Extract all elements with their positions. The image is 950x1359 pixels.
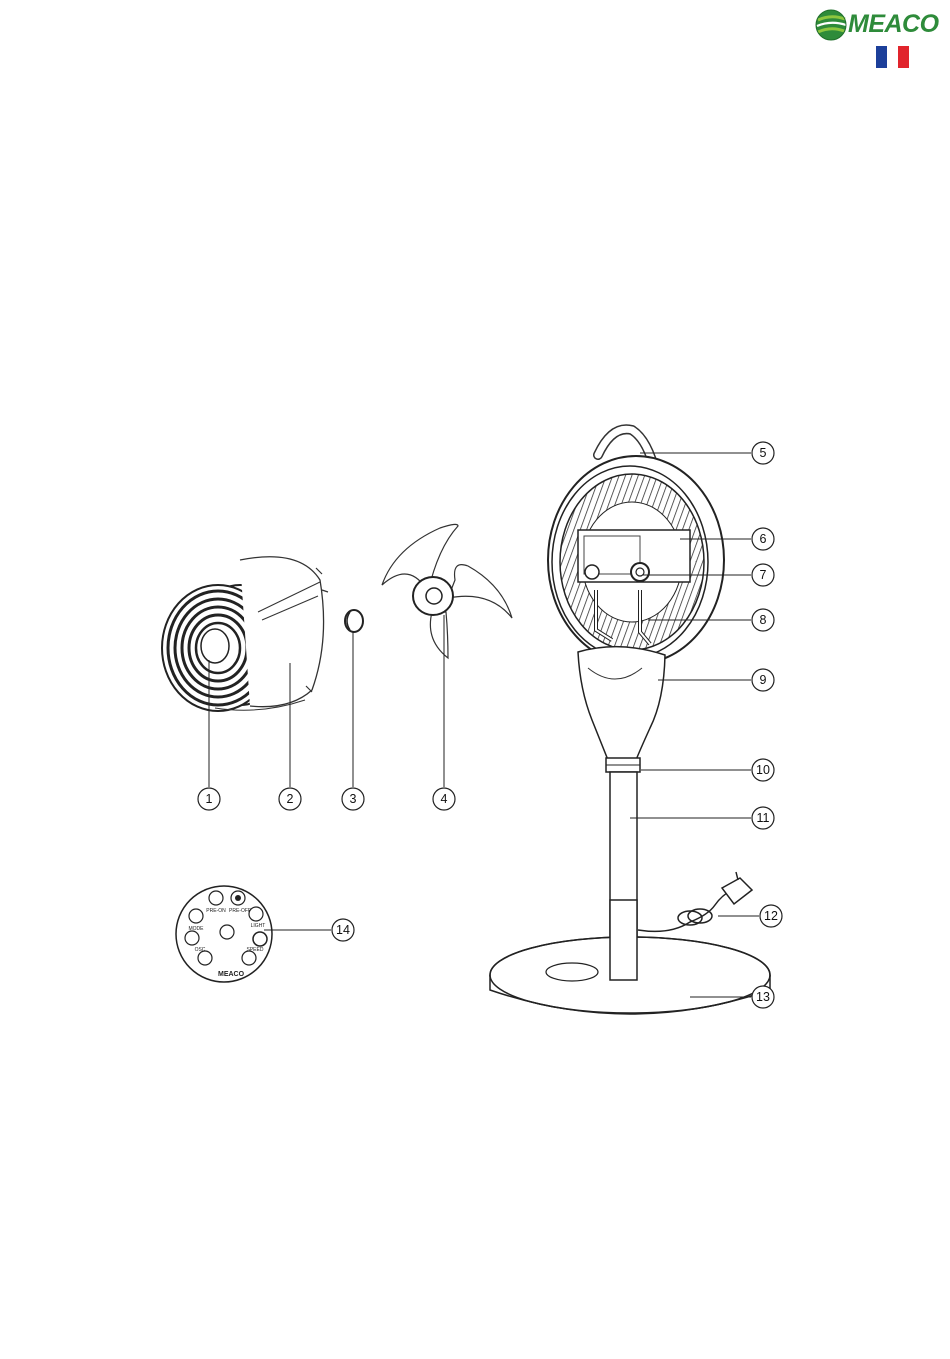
speed-up-button-icon: [253, 932, 267, 946]
svg-text:3: 3: [350, 792, 357, 806]
remote-label-pre-on: PRE-ON: [206, 908, 226, 914]
callout-3: 3: [342, 788, 364, 810]
remote-label-speed: SPEED: [247, 947, 264, 953]
svg-text:5: 5: [760, 446, 767, 460]
power-button-icon: [220, 925, 234, 939]
remote-brand: MEACO: [218, 971, 245, 978]
svg-text:7: 7: [760, 568, 767, 582]
spinner-cap: [345, 610, 363, 632]
speed-down-button-icon: [242, 951, 256, 965]
svg-text:12: 12: [764, 909, 778, 923]
svg-text:6: 6: [760, 532, 767, 546]
callout-2: 2: [279, 788, 301, 810]
remote-label-light: LIGHT: [251, 923, 266, 929]
callout-11: 11: [752, 807, 774, 829]
svg-text:2: 2: [287, 792, 294, 806]
callout-4: 4: [433, 788, 455, 810]
timer-button-icon: [198, 951, 212, 965]
remote-label-osc: OSC: [195, 947, 206, 953]
remote-label-pre-off: PRE-OFF: [229, 908, 251, 914]
callout-12: 12: [760, 905, 782, 927]
callout-8: 8: [752, 609, 774, 631]
callout-6: 6: [752, 528, 774, 550]
mode-button-icon: [189, 909, 203, 923]
osc-button-icon: [185, 931, 199, 945]
callout-1: 1: [198, 788, 220, 810]
callout-13: 13: [752, 986, 774, 1008]
pre-on-button-icon: [209, 891, 223, 905]
power-cord: [638, 872, 752, 931]
svg-text:10: 10: [756, 763, 770, 777]
light-button-icon: [249, 907, 263, 921]
fan-blade: [382, 524, 512, 658]
svg-text:8: 8: [760, 613, 767, 627]
svg-text:11: 11: [757, 811, 770, 825]
callout-14: 14: [332, 919, 354, 941]
fan-head-assembly: [548, 429, 724, 664]
callout-10: 10: [752, 759, 774, 781]
fan-neck: [578, 647, 665, 760]
svg-text:9: 9: [760, 673, 767, 687]
callout-5: 5: [752, 442, 774, 464]
callout-9: 9: [752, 669, 774, 691]
svg-text:1: 1: [206, 792, 213, 806]
svg-text:14: 14: [336, 923, 350, 937]
svg-text:13: 13: [756, 990, 770, 1004]
remote-control: PRE-ON PRE-OFF LIGHT MODE OSC SPEED MEAC…: [176, 886, 272, 982]
callout-7: 7: [752, 564, 774, 586]
remote-label-mode: MODE: [189, 926, 205, 932]
svg-text:4: 4: [441, 792, 448, 806]
